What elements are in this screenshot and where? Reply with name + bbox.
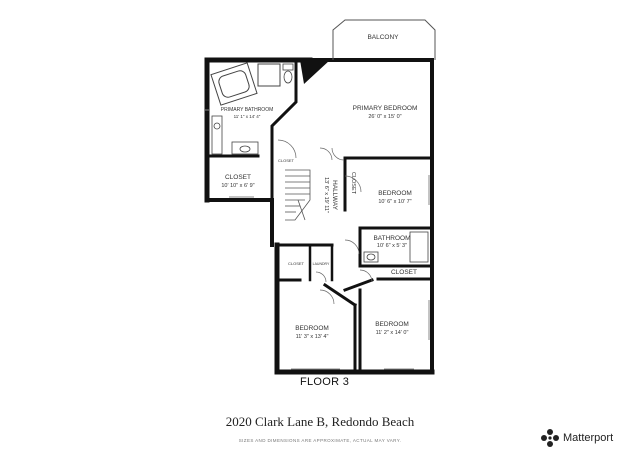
bedroom-ne-dims: 10' 6" x 10' 7" bbox=[378, 199, 411, 205]
wall-corner bbox=[300, 60, 330, 84]
closet-sw-label: CLOSET bbox=[288, 261, 305, 266]
closet-primary-dims: 10' 10" x 6' 9" bbox=[221, 183, 254, 189]
bedroom-ne-label: BEDROOM bbox=[378, 190, 412, 197]
bedroom-sw-label: BEDROOM bbox=[295, 325, 329, 332]
floor-plan: BALCONY bbox=[204, 19, 436, 375]
walls bbox=[204, 57, 435, 375]
closet-hall-label: CLOSET bbox=[350, 172, 356, 195]
matterport-logo-icon bbox=[541, 429, 559, 447]
brand-name: Matterport bbox=[563, 432, 614, 444]
closet-small-label: CLOSET bbox=[278, 158, 295, 163]
staircase bbox=[285, 169, 311, 221]
bedroom-sw-dims: 11' 3" x 13' 4" bbox=[296, 334, 329, 340]
shower bbox=[257, 63, 281, 87]
floor-label: FLOOR 3 bbox=[300, 376, 350, 388]
room-labels: PRIMARY BEDROOM 26' 0" x 15' 0" PRIMARY … bbox=[221, 105, 418, 340]
brand: Matterport bbox=[540, 428, 613, 448]
primary-bathroom-dims: 11' 1" x 14' 4" bbox=[234, 114, 261, 119]
primary-bathroom-label: PRIMARY BATHROOM bbox=[221, 107, 274, 113]
bedroom-se-label: BEDROOM bbox=[375, 321, 409, 328]
closet-primary-label: CLOSET bbox=[225, 174, 251, 181]
hallway-label: HALLWAY bbox=[331, 180, 338, 211]
windows bbox=[204, 109, 430, 370]
doors bbox=[277, 139, 373, 305]
balcony bbox=[332, 19, 436, 60]
toilet bbox=[282, 63, 294, 84]
bathroom-dims: 10' 6" x 5' 3" bbox=[377, 243, 407, 249]
disclaimer: SIZES AND DIMENSIONS ARE APPROXIMATE, AC… bbox=[238, 438, 402, 443]
vanity bbox=[211, 115, 259, 155]
property-address: 2020 Clark Lane B, Redondo Beach bbox=[225, 414, 415, 429]
bathroom-fixtures bbox=[363, 231, 429, 263]
laundry-label: LAUNDRY bbox=[313, 262, 330, 266]
closet-bath-label: CLOSET bbox=[391, 269, 417, 276]
primary-bedroom-label: PRIMARY BEDROOM bbox=[353, 105, 418, 112]
bathroom-label: BATHROOM bbox=[373, 235, 410, 242]
hallway-dims: 13' 6" x 19' 11" bbox=[323, 177, 329, 213]
balcony-label: BALCONY bbox=[367, 34, 399, 41]
bathtub bbox=[210, 62, 258, 106]
bedroom-se-dims: 11' 2" x 14' 0" bbox=[376, 330, 409, 336]
primary-bedroom-dims: 26' 0" x 15' 0" bbox=[368, 114, 401, 120]
